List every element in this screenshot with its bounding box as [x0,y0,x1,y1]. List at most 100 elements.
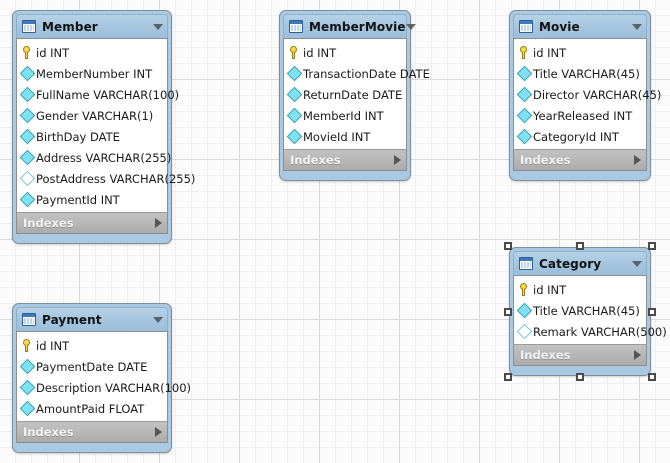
column-row[interactable]: Address VARCHAR(255) [17,147,171,168]
column-list: id INT Title VARCHAR(45) Director VARCHAR(… [513,38,661,149]
column-row[interactable]: CategoryId INT [514,126,646,147]
table-node-payment[interactable]: Payment id INT PaymentDate DATE Description… [12,303,191,453]
column-label: CategoryId INT [533,129,619,144]
diamond-icon [19,379,36,396]
column-label: PaymentDate DATE [36,359,148,374]
table-icon [22,20,36,33]
column-row[interactable]: FullName VARCHAR(100) [17,84,179,105]
column-row[interactable]: ReturnDate DATE [284,84,406,105]
column-row[interactable]: MemberNumber INT [17,63,167,84]
column-label: ReturnDate DATE [303,87,403,102]
column-row[interactable]: BirthDay DATE [17,126,167,147]
resize-handle-sw[interactable] [504,373,512,381]
chevron-down-icon[interactable] [632,23,642,30]
table-header[interactable]: Category [513,251,647,275]
column-label: MovieId INT [303,129,371,144]
resize-handle-s[interactable] [576,373,584,381]
column-row[interactable]: id INT [514,42,646,63]
key-icon [289,46,300,59]
key-icon [519,46,530,59]
column-row[interactable]: Title VARCHAR(45) [514,300,646,321]
table-name-label: MemberMovie [309,19,406,34]
diamond-icon [19,358,36,375]
chevron-right-icon[interactable] [155,218,162,228]
column-row[interactable]: Description VARCHAR(100) [17,377,191,398]
column-label: TransactionDate DATE [303,66,430,81]
resize-handle-ne[interactable] [648,242,656,250]
column-row[interactable]: id INT [17,335,167,356]
column-row[interactable]: MemberId INT [284,105,406,126]
column-row[interactable]: Director VARCHAR(45) [514,84,661,105]
table-name-label: Member [42,19,98,34]
indexes-section[interactable]: Indexes [513,149,647,171]
column-row[interactable]: id INT [514,279,646,300]
column-row[interactable]: YearReleased INT [514,105,646,126]
diamond-icon [516,107,533,124]
column-label: PaymentId INT [36,192,120,207]
column-label: Title VARCHAR(45) [533,66,640,81]
diamond-icon [19,86,36,103]
chevron-right-icon[interactable] [634,155,641,165]
resize-handle-n[interactable] [576,242,584,250]
column-row[interactable]: TransactionDate DATE [284,63,430,84]
column-row[interactable]: AmountPaid FLOAT [17,398,167,419]
table-header[interactable]: MemberMovie [283,14,416,38]
table-node-movie[interactable]: Movie id INT Title VARCHAR(45) Director VAR… [509,10,661,181]
column-row[interactable]: id INT [17,42,167,63]
indexes-section[interactable]: Indexes [513,344,647,366]
column-row[interactable]: PaymentDate DATE [17,356,167,377]
indexes-section[interactable]: Indexes [16,212,168,234]
column-row[interactable]: PaymentId INT [17,189,167,210]
column-row[interactable]: id INT [284,42,406,63]
chevron-down-icon[interactable] [153,316,163,323]
diamond-icon [19,191,36,208]
diamond-icon [19,107,36,124]
diamond-icon [286,128,303,145]
column-list: id INT TransactionDate DATE ReturnDate DAT… [283,38,430,149]
chevron-right-icon[interactable] [634,350,641,360]
table-header[interactable]: Movie [513,14,647,38]
resize-handle-w[interactable] [504,307,512,316]
column-row[interactable]: PostAddress VARCHAR(255) [17,168,195,189]
table-icon [22,313,36,326]
diamond-icon [19,128,36,145]
chevron-down-icon[interactable] [632,260,642,267]
table-name-label: Movie [539,19,580,34]
resize-handle-e[interactable] [648,307,656,316]
column-label: id INT [36,338,70,353]
indexes-label: Indexes [520,153,571,167]
diamond-icon [516,302,533,319]
resize-handle-nw[interactable] [504,242,512,250]
chevron-right-icon[interactable] [155,427,162,437]
table-node-membermovie[interactable]: MemberMovie id INT TransactionDate DATE Ret… [279,10,430,181]
diamond-icon [19,65,36,82]
chevron-right-icon[interactable] [394,155,401,165]
table-header[interactable]: Member [16,14,168,38]
column-label: id INT [533,45,567,60]
indexes-label: Indexes [290,153,341,167]
indexes-section[interactable]: Indexes [16,421,168,443]
column-label: PostAddress VARCHAR(255) [36,171,196,186]
column-row[interactable]: MovieId INT [284,126,406,147]
column-row[interactable]: Remark VARCHAR(500) [514,321,667,342]
table-icon [519,257,533,270]
key-icon [22,339,33,352]
column-row[interactable]: Gender VARCHAR(1) [17,105,167,126]
diamond-icon [286,107,303,124]
diamond-icon [19,400,36,417]
column-label: Description VARCHAR(100) [36,380,192,395]
table-icon [289,20,303,33]
indexes-label: Indexes [23,216,74,230]
column-label: id INT [36,45,70,60]
chevron-down-icon[interactable] [405,23,416,30]
indexes-section[interactable]: Indexes [283,149,407,171]
column-row[interactable]: Title VARCHAR(45) [514,63,646,84]
resize-handle-se[interactable] [648,373,656,381]
table-header[interactable]: Payment [16,307,168,331]
chevron-down-icon[interactable] [153,23,163,30]
column-label: BirthDay DATE [36,129,120,144]
